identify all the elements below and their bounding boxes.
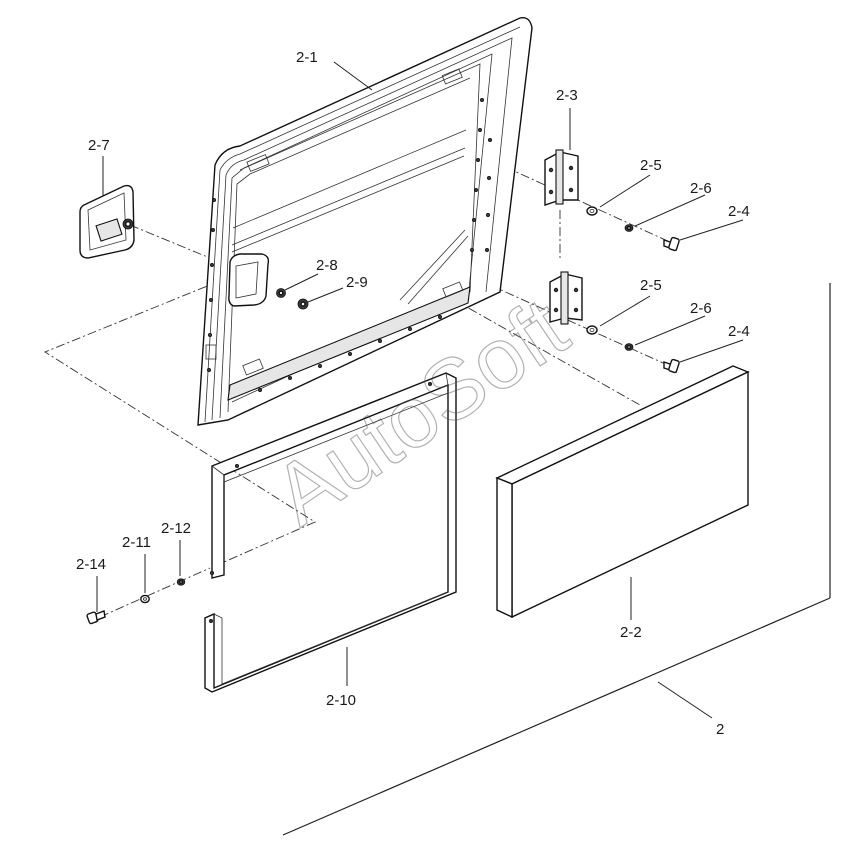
door-frame xyxy=(197,17,533,426)
lower-fastener-set xyxy=(586,325,680,374)
label-washer-small: 2-11 xyxy=(122,534,151,551)
label-hinge: 2-3 xyxy=(556,87,578,104)
label-handle: 2-7 xyxy=(88,137,110,154)
label-washer-upper: 2-5 xyxy=(640,157,662,174)
label-spring-washer-lower: 2-6 xyxy=(690,300,712,317)
upper-fastener-set xyxy=(586,206,680,252)
label-spring-washer-small: 2-12 xyxy=(161,520,191,537)
small-fastener-set xyxy=(86,578,186,625)
label-panel: 2-2 xyxy=(620,624,642,641)
label-door-frame: 2-1 xyxy=(296,49,318,66)
lower-hinge xyxy=(549,271,583,325)
label-bolt-upper: 2-4 xyxy=(728,203,750,220)
leader-lines xyxy=(96,61,744,719)
door-panel xyxy=(495,365,750,619)
door-handle xyxy=(79,184,135,259)
nut-set xyxy=(276,288,309,310)
label-bolt-lower: 2-4 xyxy=(728,323,750,340)
callout-labels: 2-1 2-7 2-3 2-5 2-6 2-4 2-8 2-9 2-5 2-6 … xyxy=(76,49,750,738)
upper-hinge xyxy=(544,149,579,206)
frame-holes xyxy=(206,98,492,392)
label-spring-washer-upper: 2-6 xyxy=(690,180,712,197)
label-seal-frame: 2-10 xyxy=(326,692,356,709)
label-nut-a: 2-8 xyxy=(316,257,338,274)
label-washer-lower: 2-5 xyxy=(640,277,662,294)
label-nut-b: 2-9 xyxy=(346,274,368,291)
seal-frame xyxy=(204,372,457,693)
assembly-bracket xyxy=(282,283,831,836)
label-assembly: 2 xyxy=(716,721,724,738)
label-screw: 2-14 xyxy=(76,556,106,573)
